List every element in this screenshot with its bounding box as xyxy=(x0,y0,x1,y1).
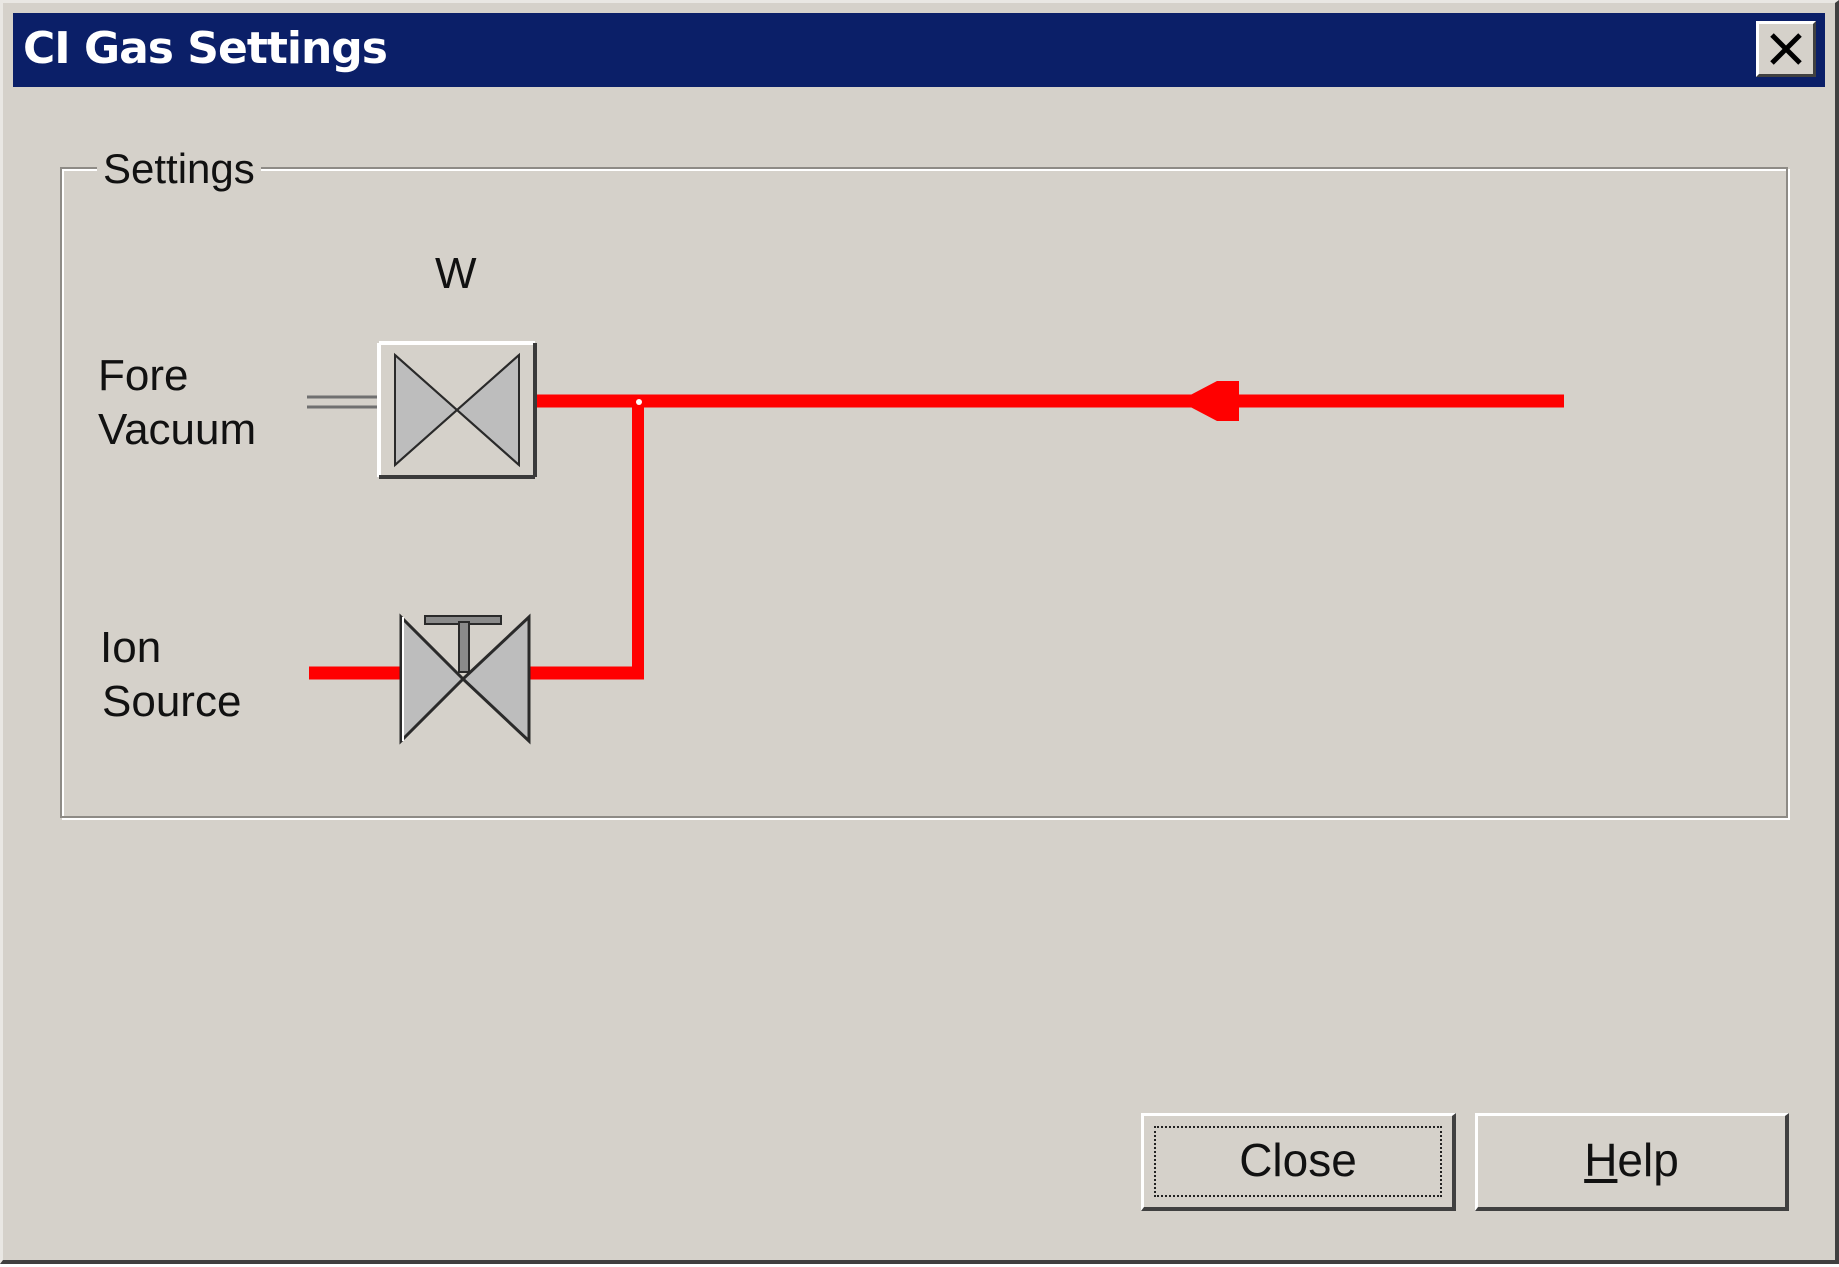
gas-flow-diagram xyxy=(307,341,1564,745)
settings-group-label: Settings xyxy=(97,143,261,195)
close-icon xyxy=(1770,33,1802,65)
ion-source-label-line1: Ion xyxy=(100,623,162,672)
window-title: CI Gas Settings xyxy=(23,23,388,74)
active-gas-line xyxy=(309,394,1564,680)
valve-tag-label: W xyxy=(435,249,477,298)
settings-group xyxy=(60,167,1788,818)
flow-arrow-icon xyxy=(1179,381,1239,421)
gate-valve-icon[interactable] xyxy=(377,341,537,479)
ion-source-label-line2: Source xyxy=(102,677,242,726)
fore-vacuum-label-line1: Fore xyxy=(98,351,189,400)
help-button[interactable]: Help xyxy=(1475,1113,1789,1211)
manual-valve-icon[interactable] xyxy=(399,613,531,745)
close-button-label: Close xyxy=(1239,1134,1357,1186)
fore-vacuum-label-line2: Vacuum xyxy=(98,405,257,454)
fore-vacuum-pipe xyxy=(307,395,379,409)
help-button-label: Help xyxy=(1584,1134,1679,1186)
focus-rectangle xyxy=(1154,1126,1442,1197)
title-bar[interactable]: CI Gas Settings xyxy=(13,13,1825,87)
close-button[interactable]: Close xyxy=(1141,1113,1456,1211)
close-window-button[interactable] xyxy=(1756,21,1816,77)
